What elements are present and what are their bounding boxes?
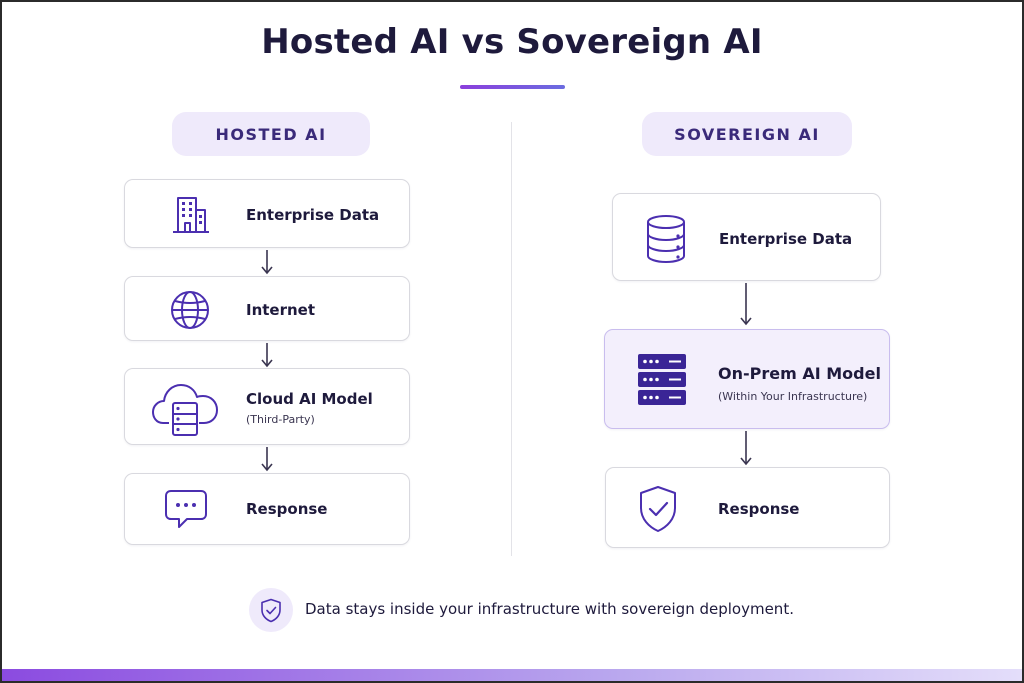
building-icon (173, 197, 209, 233)
step-label: Cloud AI Model (246, 390, 373, 408)
chat-bubble-icon (165, 490, 207, 528)
step-label: Internet (246, 301, 316, 319)
footer-badge (249, 588, 293, 632)
flow-arrow (261, 250, 273, 275)
hosted-ai-heading: HOSTED AI (172, 112, 370, 156)
hosted-step-response: Response (124, 473, 410, 545)
server-rack-icon (638, 354, 686, 405)
cloud-server-icon (152, 384, 218, 436)
step-label: Response (718, 500, 800, 518)
bottom-gradient-bar (2, 669, 1022, 681)
title-underline (460, 85, 565, 89)
shield-check-icon (640, 486, 676, 532)
step-label: On-Prem AI Model (718, 364, 881, 383)
flow-arrow (740, 283, 752, 326)
step-sublabel: (Within Your Infrastructure) (718, 390, 868, 403)
shield-check-icon (261, 598, 281, 623)
step-label: Enterprise Data (719, 230, 853, 248)
step-label: Enterprise Data (246, 206, 380, 224)
sovereign-step-enterprise-data: Enterprise Data (612, 193, 881, 281)
flow-arrow (261, 343, 273, 368)
database-icon (647, 215, 685, 264)
flow-arrow (261, 447, 273, 472)
flow-arrow (740, 431, 752, 466)
sovereign-step-response: Response (605, 467, 890, 548)
globe-icon (171, 291, 209, 329)
column-divider (511, 122, 512, 556)
hosted-step-cloud-ai-model: Cloud AI Model (Third-Party) (124, 368, 410, 445)
hosted-step-enterprise-data: Enterprise Data (124, 179, 410, 248)
sovereign-ai-heading: SOVEREIGN AI (642, 112, 852, 156)
sovereign-step-on-prem-ai-model: On-Prem AI Model (Within Your Infrastruc… (604, 329, 890, 429)
page-title: Hosted AI vs Sovereign AI (261, 22, 763, 62)
hosted-step-internet: Internet (124, 276, 410, 341)
step-sublabel: (Third-Party) (246, 413, 315, 426)
step-label: Response (246, 500, 328, 518)
footer-note: Data stays inside your infrastructure wi… (305, 600, 794, 618)
